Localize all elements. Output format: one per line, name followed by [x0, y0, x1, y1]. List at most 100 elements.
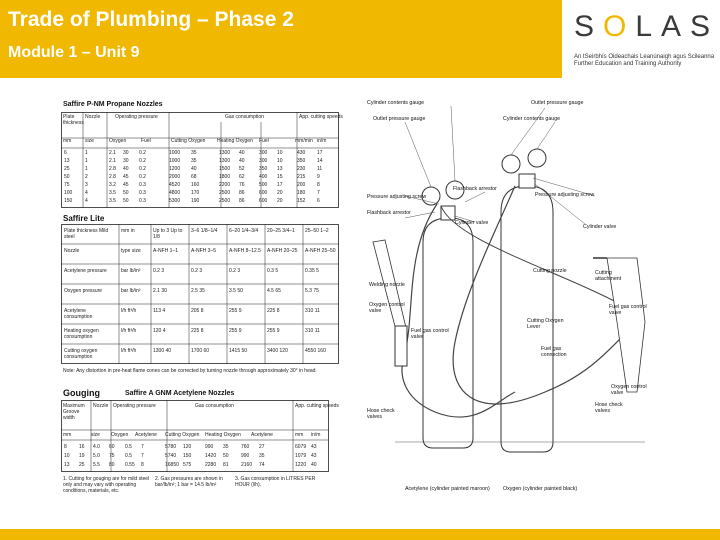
diagram-label-oxygen-control-valve-right: Oxygen control valve	[611, 384, 647, 396]
logo-tagline: An tSeirbhís Oideachais Leanúnaigh agus …	[574, 54, 715, 67]
table-cell: 2	[85, 174, 88, 180]
table-cell: 25–50 1–2	[305, 228, 329, 234]
table-cell: 35	[191, 158, 197, 164]
table-cell: 60	[109, 444, 115, 450]
table-cell: 15	[277, 174, 283, 180]
oxygen-outlet-gauge	[501, 154, 521, 174]
table-cell: 255 9	[229, 308, 242, 314]
table-cell: 4	[85, 190, 88, 196]
table-cell: 86	[239, 190, 245, 196]
table-subheader-cell: mm	[63, 432, 72, 438]
fuel-hose-to-cutter	[440, 205, 636, 313]
diagram-label-outlet-pressure-gauge-left: Outlet pressure gauge	[373, 116, 426, 122]
gouging-table-title: Saffire A GNM Acetylene Nozzles	[125, 390, 235, 397]
diagram-label-cutting-oxygen-lever: Cutting Oxygen Lever	[527, 318, 564, 330]
table-cell: 3400 120	[267, 348, 288, 354]
table-header-cell: App. cutting speeds	[295, 403, 339, 409]
acetylene-cylinder-valve	[440, 205, 456, 221]
table-cell: 0.35 5	[305, 268, 319, 274]
table-header-cell: Plate thickness	[63, 114, 84, 126]
table-cell: 76	[239, 182, 245, 188]
table-cell: 990	[205, 444, 214, 450]
lite-table-grid	[61, 224, 339, 364]
diagram-label-oxygen-control-valve-left: Oxygen control valve	[369, 302, 405, 314]
table-cell: 50	[64, 174, 70, 180]
table-cell: 0.3	[139, 190, 146, 196]
table-cell: 4520	[169, 182, 181, 188]
diagram-label-cylinder-contents-gauge-left: Cylinder contents gauge	[367, 100, 425, 106]
oxygen-contents-gauge	[527, 148, 547, 168]
table-cell: 2500	[219, 190, 231, 196]
table-cell: A-NFH 25–50	[305, 248, 336, 254]
table-cell: 575	[183, 462, 192, 468]
table-cell: 230	[297, 166, 306, 172]
table-cell: 2.8	[109, 174, 116, 180]
table-cell: 2.1 30	[153, 288, 167, 294]
table-cell: 1200	[169, 166, 181, 172]
table-cell: 3.5	[109, 190, 116, 196]
table-cell: 25	[79, 462, 85, 468]
table-subheader-cell: Cutting Oxygen	[171, 138, 206, 144]
table-cell: A-NFH 20–25	[267, 248, 298, 254]
table-cell: 990	[241, 453, 250, 459]
diagram-label-fuel-gas-control-valve-right: Fuel gas control valve	[609, 304, 647, 316]
table-cell: 225 8	[267, 308, 280, 314]
table-header-cell: Operating pressure	[115, 114, 158, 120]
table-cell: 6079	[295, 444, 307, 450]
table-cell: 255 9	[229, 328, 242, 334]
table-cell: 0.55	[125, 462, 135, 468]
table-cell: 1220	[295, 462, 307, 468]
table-subheader-cell: Oxygen	[111, 432, 129, 438]
table-cell: 1500	[219, 166, 231, 172]
table-cell: l/h ft³/h	[121, 348, 137, 354]
table-cell: 6	[317, 198, 320, 204]
table-cell: 310 11	[305, 308, 320, 314]
table-cell: 0.2	[139, 150, 146, 156]
table-subheader-cell: mm	[295, 432, 304, 438]
logo-wordmark: SOLAS	[574, 10, 720, 43]
table-cell: 500	[259, 182, 268, 188]
table-cell: 5.0	[93, 453, 100, 459]
table-cell: Cutting oxygen consumption	[64, 348, 98, 360]
table-cell: 1300 40	[153, 348, 172, 354]
table-cell: 600	[259, 198, 268, 204]
table-cell: 68	[191, 174, 197, 180]
table-cell: 6–20 1/4–3/4	[229, 228, 259, 234]
table-header-cell: Nozzle	[93, 403, 109, 409]
table-cell: 152	[297, 198, 306, 204]
table-cell: 27	[259, 444, 265, 450]
table-cell: 13	[277, 166, 283, 172]
table-cell: 50	[123, 190, 129, 196]
table-cell: 4550 160	[305, 348, 326, 354]
table-cell: 350	[259, 166, 268, 172]
table-cell: mm in	[121, 228, 135, 234]
table-cell: 16850	[165, 462, 179, 468]
table-cell: 0.5	[125, 453, 132, 459]
table-cell: 5.3 75	[305, 288, 319, 294]
table-subheader-cell: in/m	[311, 432, 321, 438]
propane-table-grid	[61, 112, 339, 208]
table-cell: 17	[317, 150, 323, 156]
oxygen-hose	[452, 185, 638, 405]
table-subheader-cell: Heating Oxygen	[217, 138, 253, 144]
table-cell: 9	[317, 174, 320, 180]
lite-table-note: Note: Any distortion in pre-heat flame c…	[63, 368, 317, 374]
table-cell: Acetylene pressure	[64, 268, 107, 274]
diagram-label-welding-nozzle: Welding nozzle	[369, 282, 405, 288]
diagram-label-cutting-attachment: Cutting attachment	[595, 270, 622, 282]
table-cell: 3–6 1/8–1/4	[191, 228, 218, 234]
diagram-label-acetylene: Acetylene (cylinder painted maroon)	[405, 486, 490, 492]
gouging-note-2: 2. Gas pressures are shown in bar/lb/in²…	[155, 476, 223, 488]
table-cell: 2500	[219, 198, 231, 204]
table-cell: 3	[85, 182, 88, 188]
welding-torch-handle	[394, 325, 408, 367]
table-cell: 7	[141, 444, 144, 450]
table-cell: 1000	[169, 158, 181, 164]
table-cell: 74	[259, 462, 265, 468]
table-cell: 255 9	[267, 328, 280, 334]
table-subheader-cell: mm/min	[295, 138, 313, 144]
table-cell: 430	[297, 150, 306, 156]
table-cell: Plate thickness Mild steel	[64, 228, 109, 240]
table-cell: 81	[223, 462, 229, 468]
table-cell: 13	[64, 462, 70, 468]
